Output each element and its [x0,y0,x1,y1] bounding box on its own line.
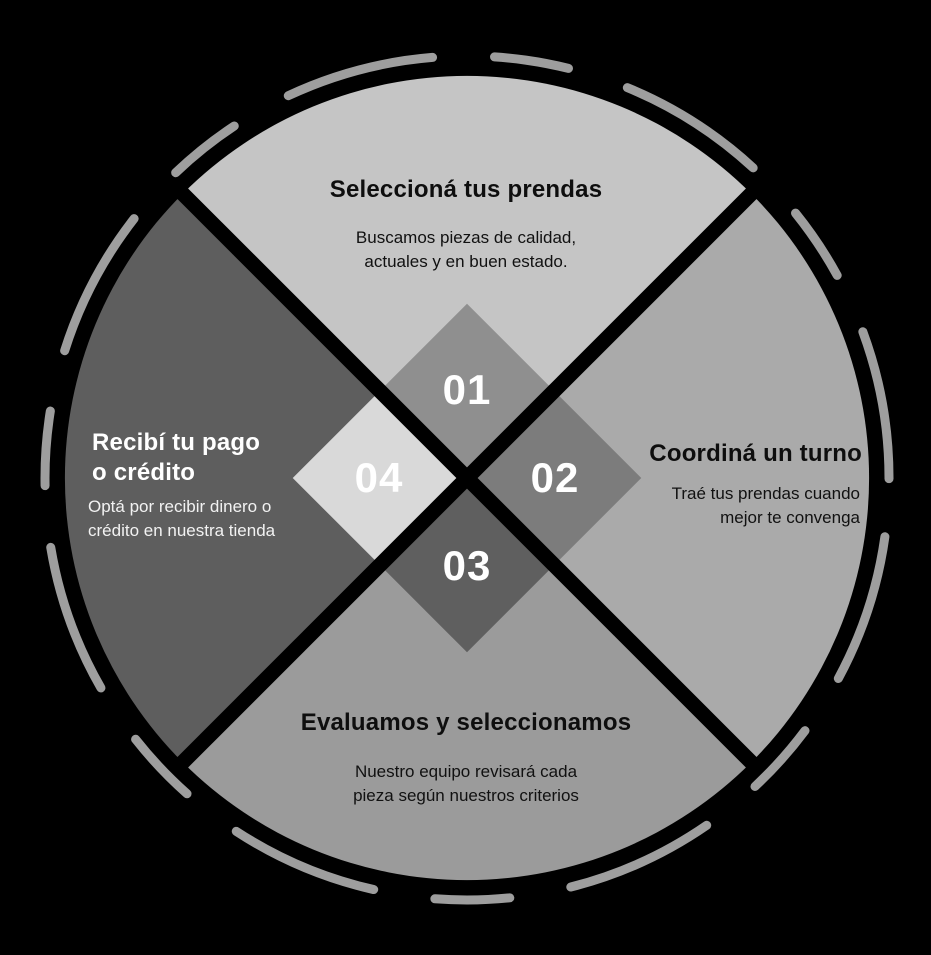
step-4-title: Recibí tu pago o crédito [92,429,261,486]
step-2-wedge [467,193,870,763]
step-2-description: Traé tus prendas cuando mejor te conveng… [671,484,860,528]
step-1-number: 01 [442,366,492,413]
step-3-description: Nuestro equipo revisará cada pieza según… [353,762,579,806]
step-1-wedge [182,75,752,478]
step-3-number: 03 [442,542,492,589]
step-2-number: 02 [530,454,580,501]
step-1-description: Buscamos piezas de calidad, actuales y e… [355,228,577,272]
quadrant-dividers [171,182,763,774]
step-2-title: Coordiná un turno [649,440,862,467]
step-3-wedge [182,478,752,881]
step-4-wedge [64,193,467,763]
step-4-number: 04 [354,454,404,501]
step-1-title: Seleccioná tus prendas [329,176,603,203]
step-4-description: Optá por recibir dinero o crédito en nue… [88,497,276,541]
divider-line [171,182,763,774]
step-3-title: Evaluamos y seleccionamos [300,709,632,736]
